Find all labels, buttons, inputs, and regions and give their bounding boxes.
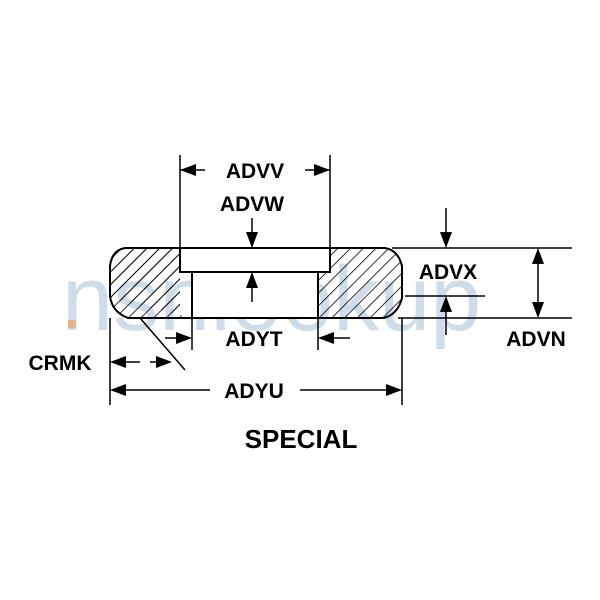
label-crmk: CRMK: [29, 352, 92, 375]
label-advw: ADVW: [220, 193, 284, 216]
right-extension-lines: [392, 247, 572, 319]
advn-dimension: [532, 248, 544, 318]
counterbore: [179, 247, 331, 273]
label-advx: ADVX: [419, 261, 477, 284]
caption: SPECIAL: [245, 424, 358, 454]
crmk-dimension: [109, 317, 186, 405]
part-section: [109, 247, 403, 319]
advx-dimension: [440, 208, 452, 335]
label-advn: ADVN: [506, 328, 566, 351]
adyu-dimension: [110, 318, 403, 405]
advw-arrow: [246, 218, 258, 248]
bore: [192, 272, 318, 318]
right-hatch: [318, 248, 402, 318]
adyt-dimension: [165, 272, 350, 350]
advv-dimension: [179, 155, 331, 248]
watermark-dot: [68, 320, 76, 328]
label-adyu: ADYU: [224, 380, 284, 403]
label-adyt: ADYT: [225, 328, 282, 351]
label-advv: ADVV: [226, 160, 284, 183]
part-outline: [109, 247, 403, 319]
